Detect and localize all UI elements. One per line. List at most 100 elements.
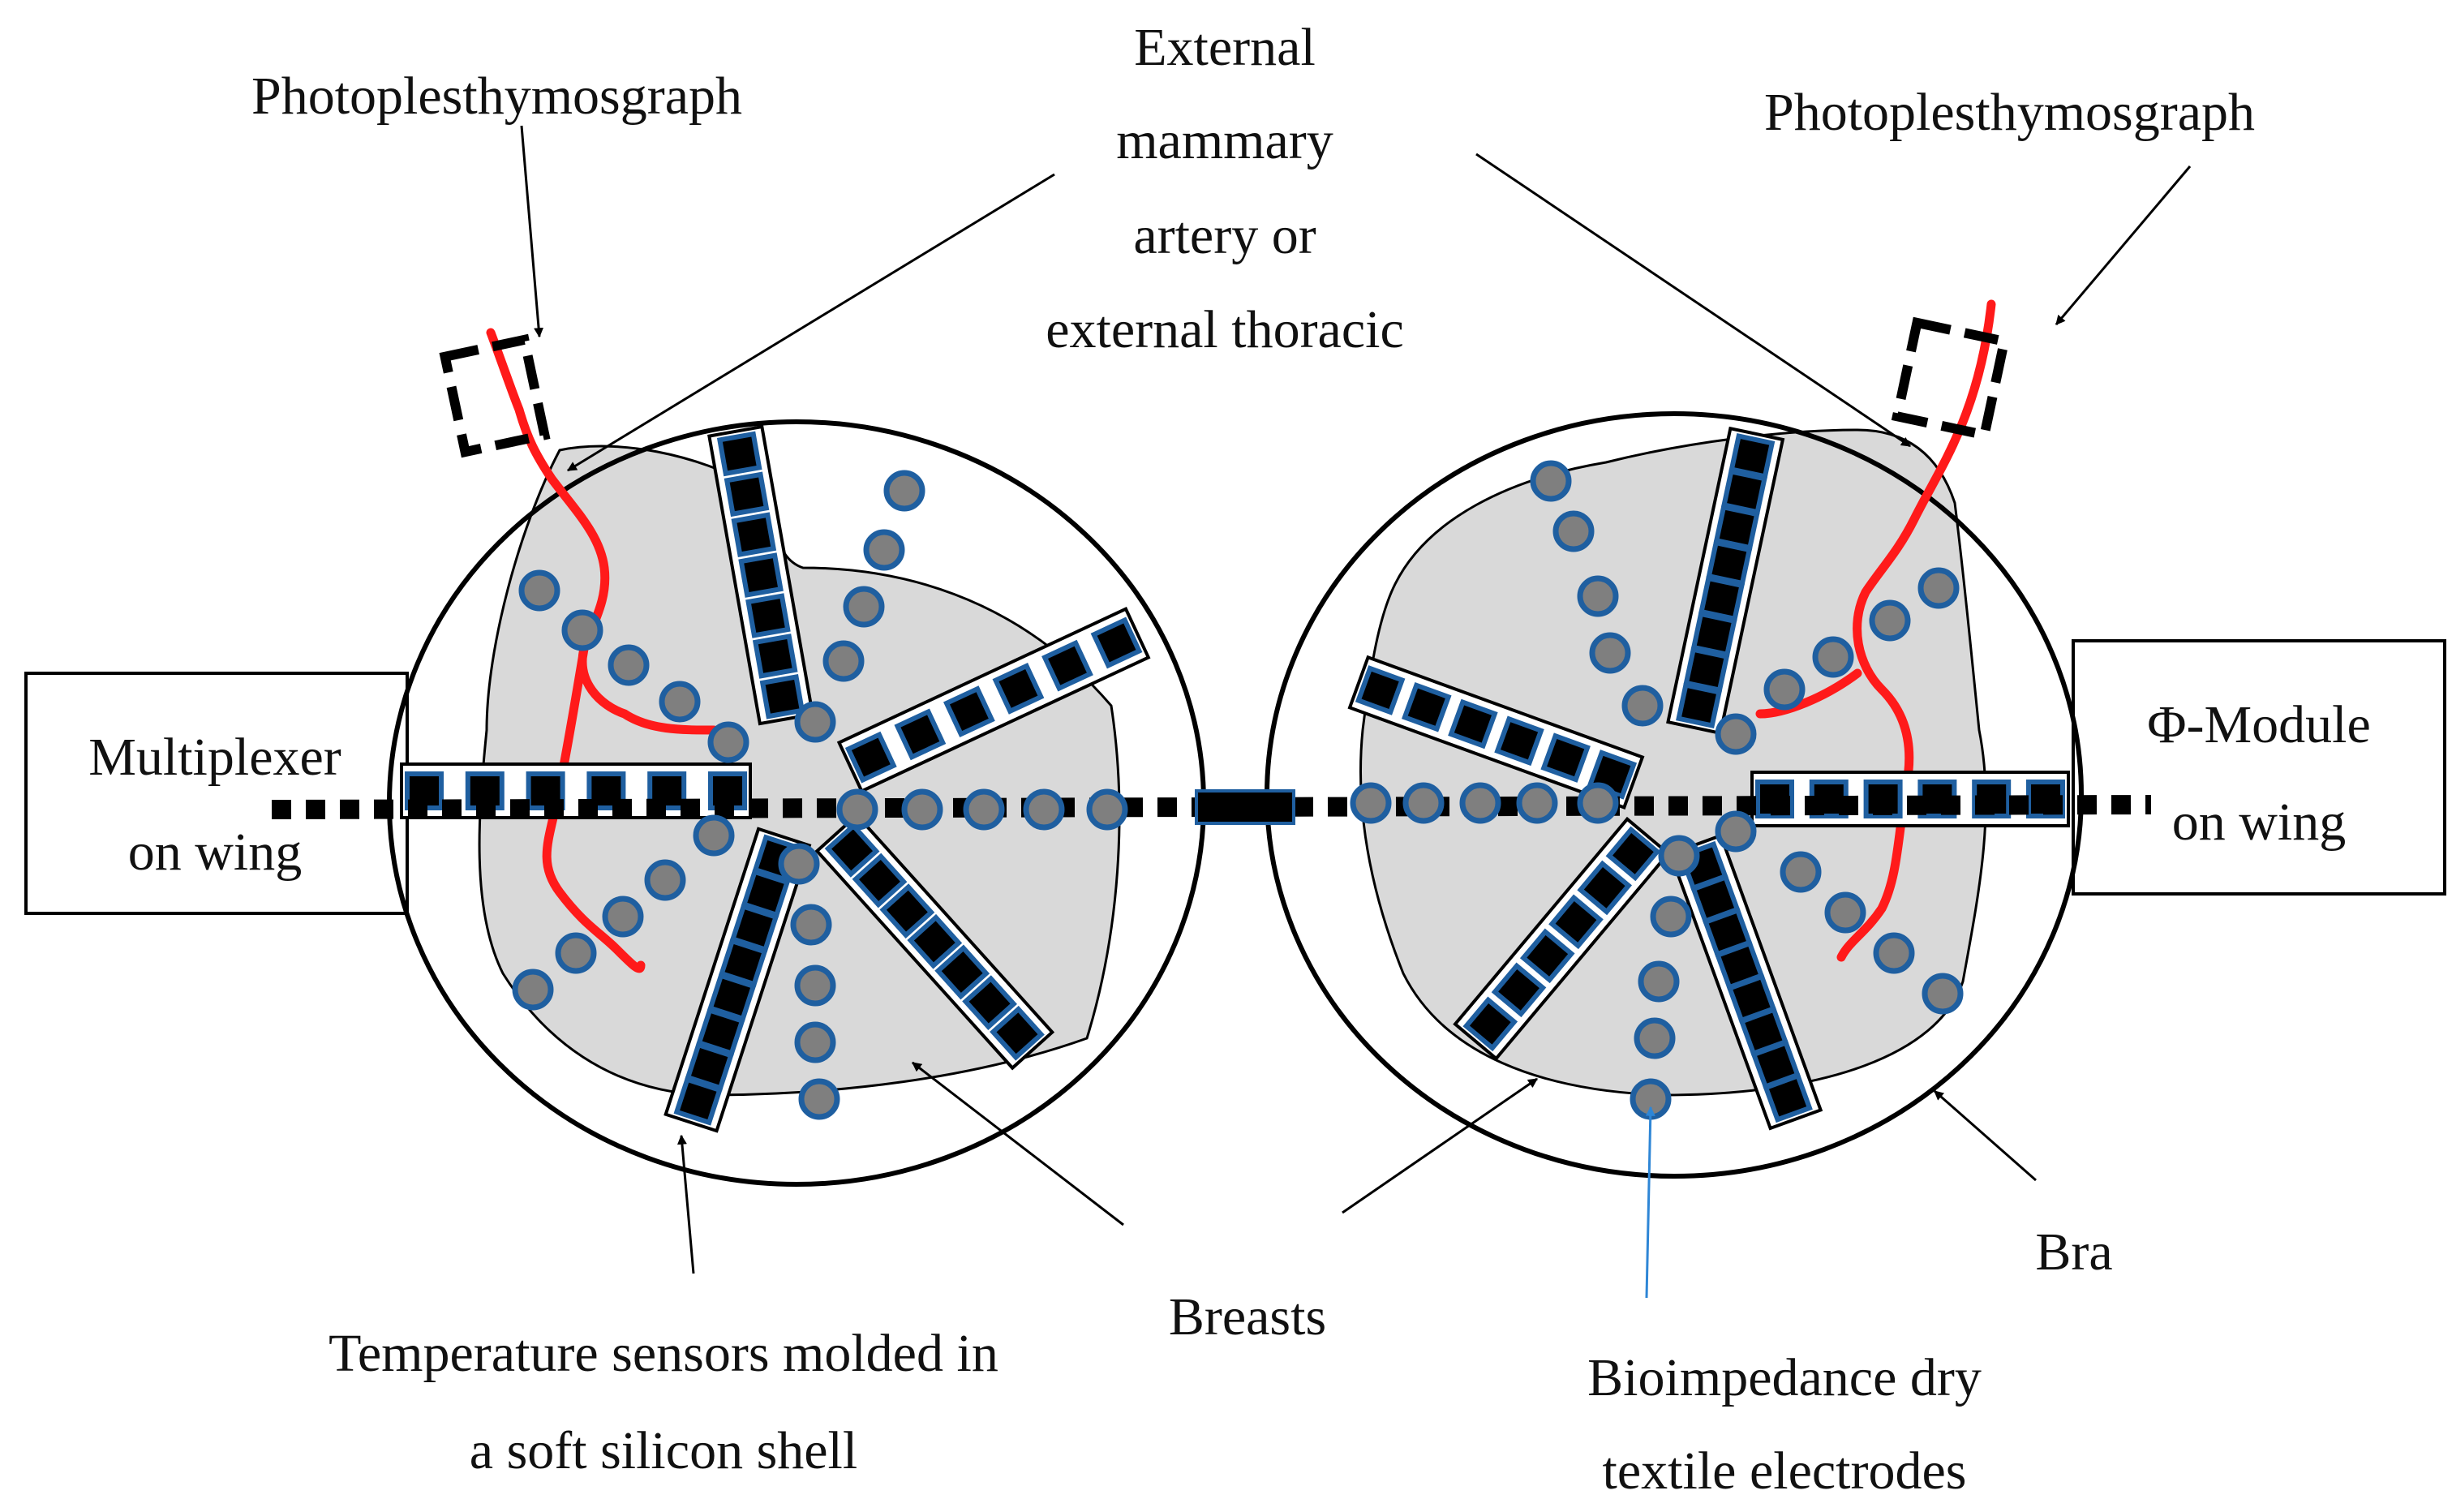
circle-electrode-icon xyxy=(1552,510,1595,552)
circle-electrode-icon xyxy=(1577,782,1619,824)
circle-electrode-icon xyxy=(1350,782,1392,824)
phi-module-label-line1: Φ-Module xyxy=(2147,695,2371,754)
circle-electrode-icon xyxy=(1869,599,1911,642)
circle-electrode-icon xyxy=(693,814,735,857)
square-sensor-icon xyxy=(1690,611,1737,658)
circle-electrode-icon xyxy=(822,640,865,682)
left-temperature-strips xyxy=(400,424,1151,1133)
square-sensor-icon xyxy=(1519,928,1575,984)
square-sensor-icon xyxy=(1355,665,1406,715)
square-sensor-icon xyxy=(990,1005,1045,1061)
left-ppg-sensor xyxy=(439,333,551,458)
breasts-right-arrow xyxy=(1342,1077,1538,1214)
circle-electrode-icon xyxy=(561,609,603,651)
artery-label-line1: External xyxy=(1134,18,1316,77)
right-ppg-sensor xyxy=(1891,316,2011,441)
circle-electrode-icon xyxy=(1638,960,1680,1003)
square-sensor-icon xyxy=(731,512,777,558)
square-sensor-icon xyxy=(1577,860,1633,916)
square-sensor-icon xyxy=(1721,468,1767,515)
temp-label-line1: Temperature sensors molded in xyxy=(329,1324,998,1383)
bra-label: Bra xyxy=(2035,1222,2112,1282)
square-sensor-icon xyxy=(673,1076,724,1126)
square-sensor-icon xyxy=(992,662,1045,715)
square-sensor-icon xyxy=(879,883,935,939)
bio-arrow xyxy=(1645,1106,1655,1299)
photo-right-arrow xyxy=(2055,165,2192,325)
artery-label-line4: external thoracic xyxy=(1046,300,1404,359)
circle-electrode-icon xyxy=(707,721,749,763)
circle-electrode-icon xyxy=(794,701,836,743)
circle-electrode-icon xyxy=(602,896,644,938)
square-sensor-icon xyxy=(1728,432,1776,479)
square-sensor-icon xyxy=(962,975,1017,1030)
bio-label-line2: textile electrodes xyxy=(1603,1441,1967,1501)
breasts-left-arrow xyxy=(912,1061,1124,1226)
circle-electrode-icon xyxy=(1621,685,1664,727)
circle-electrode-icon xyxy=(794,1021,836,1063)
square-sensor-icon xyxy=(907,913,963,969)
square-sensor-icon xyxy=(724,471,770,518)
circle-electrode-icon xyxy=(1577,575,1619,617)
photo-right-label: Photoplesthymosgraph xyxy=(1764,83,2255,142)
circle-electrode-icon xyxy=(1824,891,1866,934)
square-sensor-icon xyxy=(824,822,880,878)
circle-electrode-icon xyxy=(512,969,554,1011)
artery-label-line2: mammary xyxy=(1116,111,1333,170)
circle-electrode-icon xyxy=(798,1078,840,1120)
phi-module-label-line2: on wing xyxy=(2172,793,2347,852)
center-gore-connector xyxy=(1195,789,1295,825)
multiplexer-box xyxy=(24,672,409,915)
temp-sensor-arrow xyxy=(676,1134,695,1274)
bio-label-line1: Bioimpedance dry xyxy=(1587,1348,1982,1407)
circle-electrode-icon xyxy=(790,904,832,946)
circle-electrode-icon xyxy=(778,843,820,885)
right-artery xyxy=(1755,299,1996,962)
circle-electrode-icon xyxy=(1812,636,1854,678)
circle-electrode-icon xyxy=(644,859,686,901)
circle-electrode-icon xyxy=(608,644,650,686)
square-sensor-icon xyxy=(752,634,798,679)
photo-left-arrow xyxy=(520,125,544,338)
circle-electrode-icon xyxy=(555,932,597,974)
square-sensor-icon xyxy=(852,853,908,908)
circle-electrode-icon xyxy=(1530,460,1572,502)
square-sensor-icon xyxy=(1706,539,1753,586)
circle-electrode-icon xyxy=(843,586,885,628)
multiplexer-label-line1: Multiplexer xyxy=(88,728,341,787)
square-sensor-icon xyxy=(759,673,805,719)
square-sensor-icon xyxy=(1491,962,1547,1018)
square-sensor-icon xyxy=(1605,826,1661,882)
circle-electrode-icon xyxy=(1086,788,1128,831)
square-sensor-icon xyxy=(738,552,784,598)
square-sensor-icon xyxy=(1041,639,1093,692)
circle-electrode-icon xyxy=(836,788,878,831)
square-sensor-icon xyxy=(1540,732,1591,783)
square-sensor-icon xyxy=(1713,504,1760,551)
circle-electrode-icon xyxy=(1023,788,1065,831)
square-sensor-icon xyxy=(1763,1072,1813,1123)
square-sensor-icon xyxy=(894,708,947,761)
circle-electrode-icon xyxy=(1658,835,1700,877)
right-electrodes xyxy=(1350,460,1964,1120)
phi-module-box xyxy=(2072,639,2446,896)
artery-left-arrow xyxy=(566,173,1055,472)
circle-electrode-icon xyxy=(963,788,1005,831)
square-sensor-icon xyxy=(1462,996,1518,1052)
square-sensor-icon xyxy=(1698,575,1745,622)
circle-electrode-icon xyxy=(1634,1017,1676,1059)
circle-electrode-icon xyxy=(1459,782,1501,824)
circle-electrode-icon xyxy=(1650,896,1692,938)
artery-label-line3: artery or xyxy=(1133,206,1316,265)
circle-electrode-icon xyxy=(1922,973,1964,1015)
square-sensor-icon xyxy=(844,731,897,784)
circle-electrode-icon xyxy=(1715,810,1757,853)
square-sensor-icon xyxy=(1448,698,1498,750)
square-sensor-icon xyxy=(934,944,990,1000)
artery-right-arrow xyxy=(1475,152,1911,448)
circle-electrode-icon xyxy=(1402,782,1445,824)
circle-electrode-icon xyxy=(1516,782,1558,824)
square-sensor-icon xyxy=(943,685,995,738)
left-artery xyxy=(486,328,719,973)
